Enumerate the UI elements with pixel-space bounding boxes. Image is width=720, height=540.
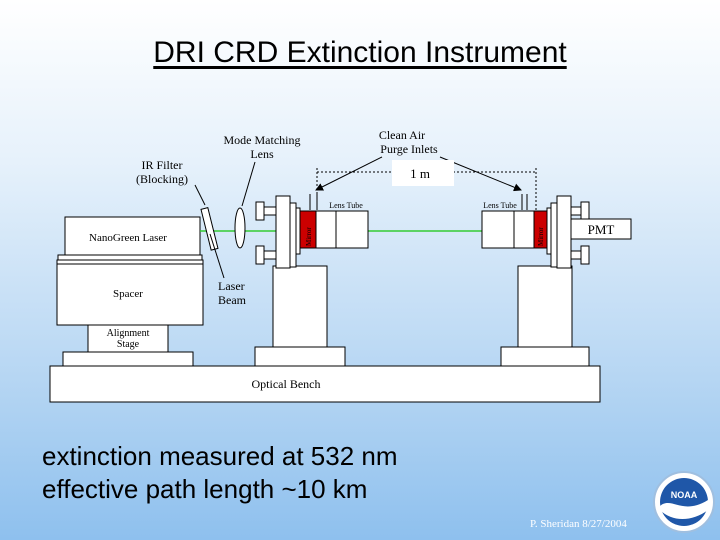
alignment-stage-label-1: Alignment	[107, 328, 150, 339]
left-screw-top-head	[255, 201, 265, 221]
left-screw-top-shaft	[263, 206, 277, 216]
mode-matching-label-1: Mode Matching	[224, 133, 301, 147]
optical-bench-label: Optical Bench	[252, 377, 321, 391]
right-mirror-holder	[546, 207, 552, 255]
ir-filter	[200, 207, 219, 251]
clean-air-label-1: Clean Air	[379, 128, 425, 142]
right-mount-plate	[556, 195, 572, 269]
noaa-logo-text: NOAA	[671, 490, 698, 500]
right-lens-tube-label: Lens Tube	[483, 201, 517, 210]
left-screw-bottom-head	[255, 245, 265, 265]
left-mount-plate-inner	[289, 202, 297, 268]
right-mount-base	[500, 346, 590, 367]
laser-beam-label-2: Beam	[218, 293, 247, 307]
alignment-stage-label-2: Stage	[117, 339, 140, 350]
bullet-path-length: effective path length ~10 km	[42, 474, 368, 504]
right-screw-top-head	[580, 201, 590, 221]
left-mirror-holder	[295, 207, 301, 255]
pmt	[570, 218, 632, 240]
alignment-stage	[87, 324, 169, 353]
pmt-label: PMT	[588, 222, 615, 237]
ir-filter-label-1: IR Filter	[142, 158, 183, 172]
spacer-lip	[56, 259, 204, 265]
slide-title: DRI CRD Extinction Instrument	[153, 36, 567, 69]
right-mount-post	[517, 265, 573, 348]
ir-filter-pointer	[194, 184, 206, 206]
laser-beam-label-1: Laser	[218, 279, 245, 293]
clean-air-arrow-left	[315, 156, 383, 191]
spacer	[56, 259, 204, 326]
stage-base	[62, 351, 194, 367]
laser-base-plate	[57, 254, 203, 261]
bullet-extinction: extinction measured at 532 nm	[42, 441, 398, 471]
nanogreen-laser-label: NanoGreen Laser	[89, 232, 167, 244]
optical-bench	[49, 365, 601, 403]
clean-air-label-2: Purge Inlets	[380, 142, 438, 156]
right-screw-top-shaft	[570, 206, 582, 216]
left-lens-tube-label: Lens Tube	[329, 201, 363, 210]
right-mount-plate-inner	[550, 202, 558, 268]
spacer-label: Spacer	[113, 288, 143, 300]
noaa-logo-icon: NOAA	[653, 471, 715, 533]
footer-credit: P. Sheridan 8/27/2004	[530, 518, 627, 530]
right-screw-bottom-shaft	[570, 250, 582, 260]
left-mount-plate	[275, 195, 291, 269]
left-mirror-label: Mirror	[305, 227, 313, 246]
left-lens-tube	[315, 210, 369, 249]
left-mount-base	[254, 346, 346, 367]
distance-box	[392, 160, 454, 186]
mode-matching-label-2: Lens	[250, 147, 274, 161]
mode-matching-lens	[234, 207, 246, 249]
right-mirror-label: Mirror	[537, 227, 545, 246]
distance-label: 1 m	[410, 166, 430, 181]
right-lens-tube	[481, 210, 535, 249]
laser-beam-pointer	[209, 233, 225, 279]
right-screw-bottom-head	[580, 245, 590, 265]
left-screw-bottom-shaft	[263, 250, 277, 260]
lens-pointer	[241, 161, 256, 207]
ir-filter-label-2: (Blocking)	[136, 172, 188, 186]
bullet-list: extinction measured at 532 nm effective …	[42, 440, 398, 506]
left-mount-post	[272, 265, 328, 348]
